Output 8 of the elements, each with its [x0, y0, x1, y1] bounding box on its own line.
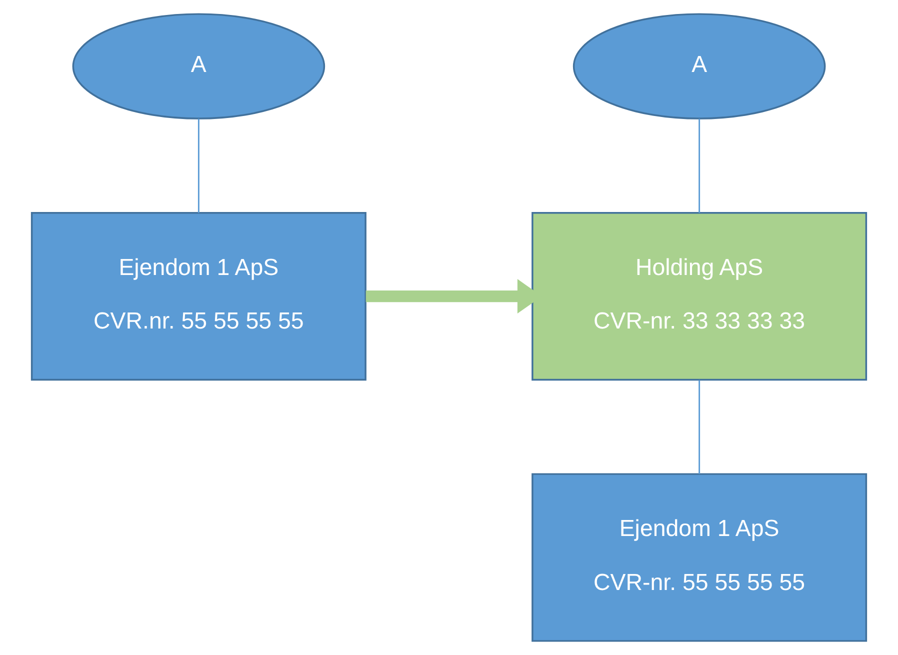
node-box: Ejendom 1 ApS CVR.nr. 55 55 55 55: [30, 212, 366, 381]
node-box: Ejendom 1 ApS CVR-nr. 55 55 55 55: [532, 473, 868, 642]
node-ellipse: A: [72, 13, 326, 120]
connector: [198, 118, 200, 213]
node-ellipse: A: [572, 13, 826, 120]
connector: [698, 118, 700, 213]
node-box: Holding ApS CVR-nr. 33 33 33 33: [532, 212, 868, 381]
connector: [698, 380, 700, 474]
